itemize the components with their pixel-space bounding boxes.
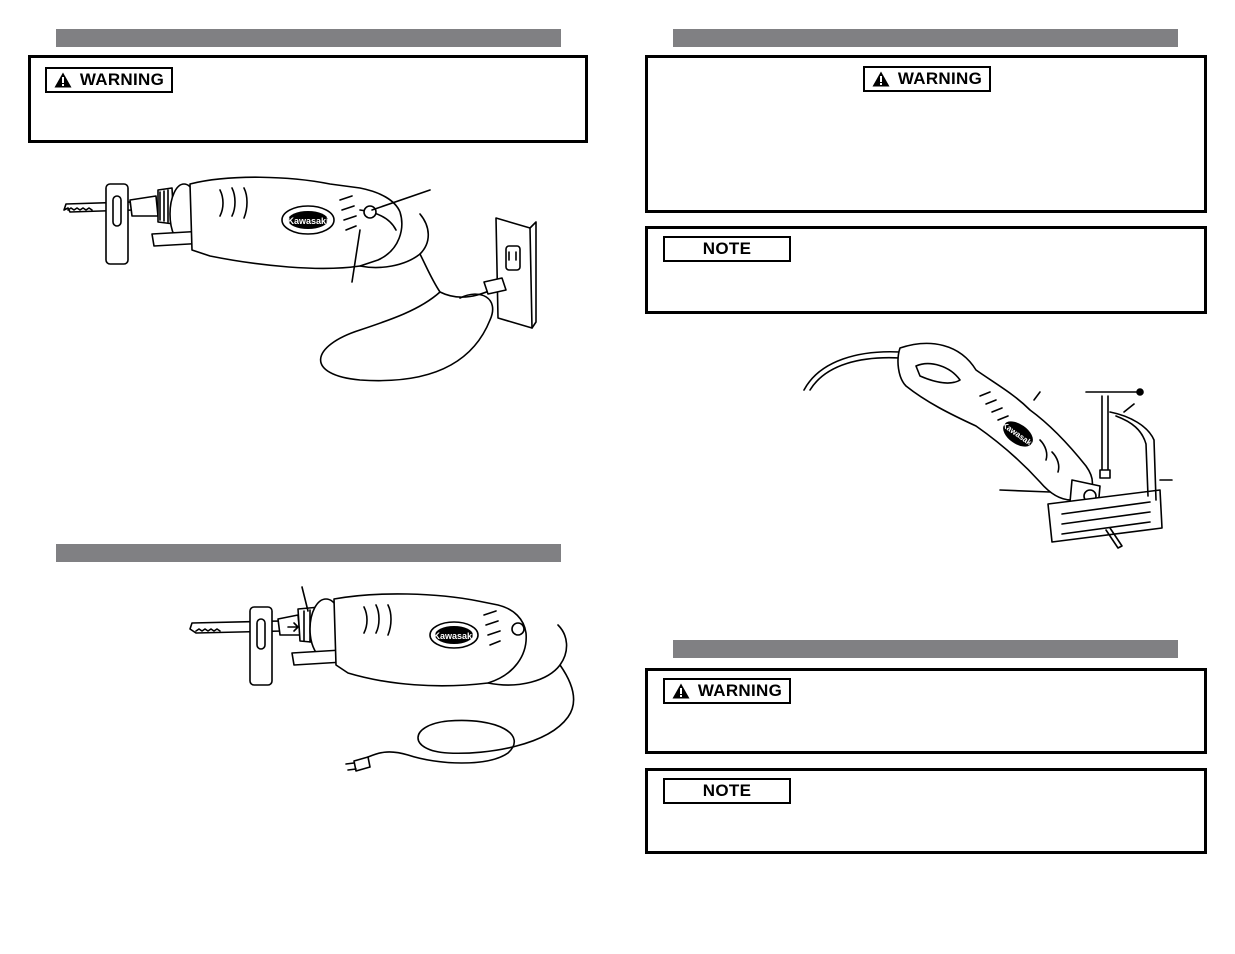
brand-label-1: Kawasaki [287,216,328,226]
note-label-text-1: NOTE [702,239,752,258]
section-header-bar-left-top [56,29,561,47]
section-header-bar-right-bottom [673,640,1178,658]
warning-box-1: WARNING [28,55,588,143]
figure-saw-blade-clamp: Kawasaki [189,586,575,772]
note-label-text-2: NOTE [702,781,752,800]
warning-label-1: WARNING [45,67,173,93]
warning-box-2: WARNING [645,55,1207,213]
figure-saw-cutting-workpiece: Kawasaki [803,342,1173,549]
warning-box-3: WARNING [645,668,1207,754]
note-label-1: NOTE [663,236,791,262]
warning-label-text-1: WARNING [79,70,165,89]
warning-triangle-icon [54,72,72,88]
warning-label-text-3: WARNING [697,681,783,700]
note-box-1: NOTE [645,226,1207,314]
section-header-bar-right-top [673,29,1178,47]
brand-label-2: Kawasaki [433,631,474,641]
warning-label-2: WARNING [863,66,991,92]
figure-saw-plugged-in: Kawasaki [63,176,537,382]
warning-triangle-icon [672,683,690,699]
warning-triangle-icon [872,71,890,87]
note-box-2: NOTE [645,768,1207,854]
note-label-2: NOTE [663,778,791,804]
warning-label-3: WARNING [663,678,791,704]
section-header-bar-left-bottom [56,544,561,562]
warning-label-text-2: WARNING [897,69,983,88]
